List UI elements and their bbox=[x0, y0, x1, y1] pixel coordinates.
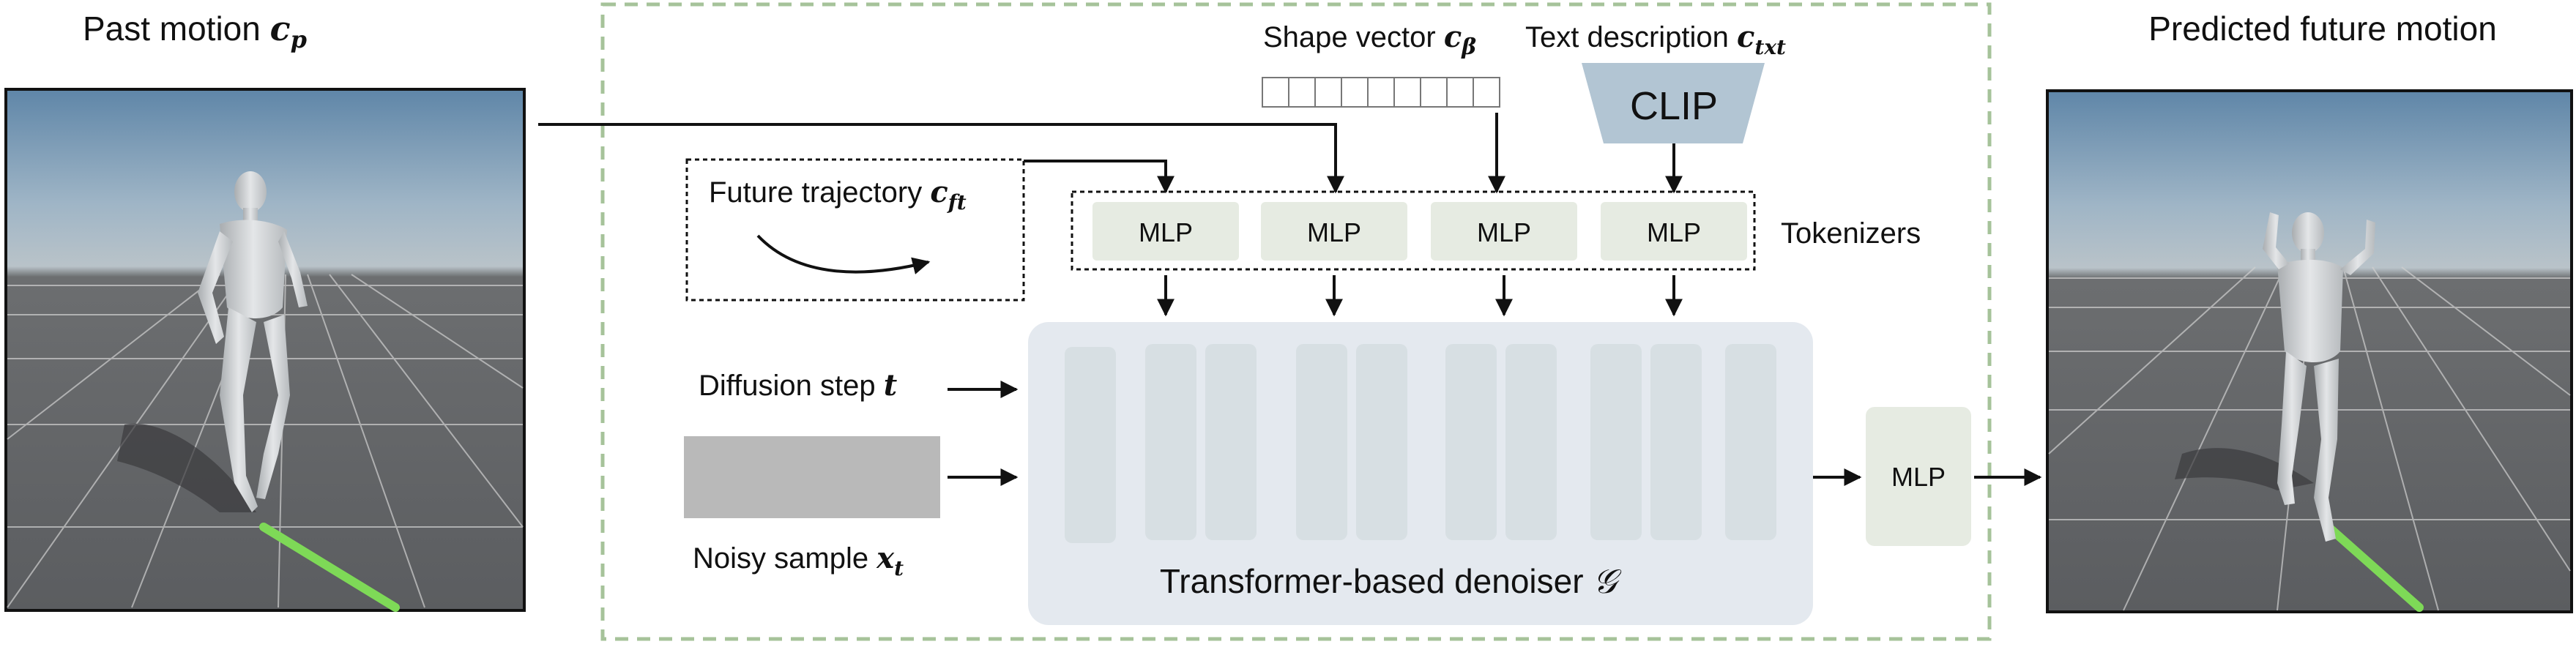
model-frame bbox=[600, 2, 1992, 641]
mlp-tokenizer-1: MLP bbox=[1092, 202, 1239, 261]
svg-text:MLP: MLP bbox=[1139, 217, 1193, 247]
past-motion-render bbox=[4, 88, 526, 612]
tokenizers-label: Tokenizers bbox=[1781, 217, 1921, 250]
shape-vector-cell bbox=[1393, 77, 1421, 108]
shape-vector-cell bbox=[1341, 77, 1369, 108]
predicted-human-figure bbox=[2263, 212, 2375, 542]
svg-text:MLP: MLP bbox=[1891, 462, 1946, 492]
motion-trail bbox=[259, 523, 400, 612]
noisy-sample-block bbox=[684, 436, 940, 518]
predicted-motion-title: Predicted future motion bbox=[2148, 10, 2497, 48]
shape-vector-cell bbox=[1288, 77, 1316, 108]
svg-text:MLP: MLP bbox=[1647, 217, 1701, 247]
svg-text:MLP: MLP bbox=[1477, 217, 1531, 247]
shape-vector bbox=[1262, 77, 1500, 108]
shape-vector-cell bbox=[1420, 77, 1448, 108]
shape-vector-cell bbox=[1314, 77, 1342, 108]
token-columns bbox=[1065, 344, 1776, 543]
motion-trail-right bbox=[2324, 523, 2424, 612]
shape-vector-label: Shape vector cβ bbox=[1263, 20, 1476, 60]
text-description-label: Text description ctxt bbox=[1525, 20, 1786, 59]
tokenizers-box bbox=[1071, 190, 1756, 271]
shape-vector-cell bbox=[1473, 77, 1500, 108]
svg-text:MLP: MLP bbox=[1307, 217, 1361, 247]
past-motion-title: Past motion cp bbox=[83, 9, 307, 53]
past-human-figure bbox=[198, 171, 308, 512]
shape-vector-cell bbox=[1262, 77, 1289, 108]
shape-vector-cell bbox=[1446, 77, 1474, 108]
diffusion-step-label: Diffusion step t bbox=[699, 368, 898, 403]
future-trajectory-box: Future trajectory cft bbox=[685, 158, 1025, 302]
output-mlp: MLP bbox=[1866, 407, 1971, 546]
predicted-motion-render bbox=[2046, 89, 2573, 613]
trajectory-curve-icon bbox=[756, 234, 931, 274]
shape-vector-cell bbox=[1367, 77, 1395, 108]
mlp-tokenizer-2: MLP bbox=[1261, 202, 1407, 261]
denoiser-label: Transformer-based denoiser 𝒢 bbox=[1160, 561, 1622, 601]
noisy-sample-label: Noisy sample xt bbox=[693, 541, 904, 580]
clip-encoder: CLIP bbox=[1582, 63, 1765, 143]
mlp-tokenizer-3: MLP bbox=[1431, 202, 1577, 261]
clip-label: CLIP bbox=[1630, 84, 1718, 128]
input-arrows bbox=[538, 113, 1683, 317]
transformer-denoiser: Transformer-based denoiser 𝒢 bbox=[1028, 322, 1813, 625]
future-trajectory-label: Future trajectory cft bbox=[709, 175, 967, 214]
figure-shadow bbox=[117, 423, 256, 512]
mlp-tokenizer-4: MLP bbox=[1601, 202, 1747, 261]
